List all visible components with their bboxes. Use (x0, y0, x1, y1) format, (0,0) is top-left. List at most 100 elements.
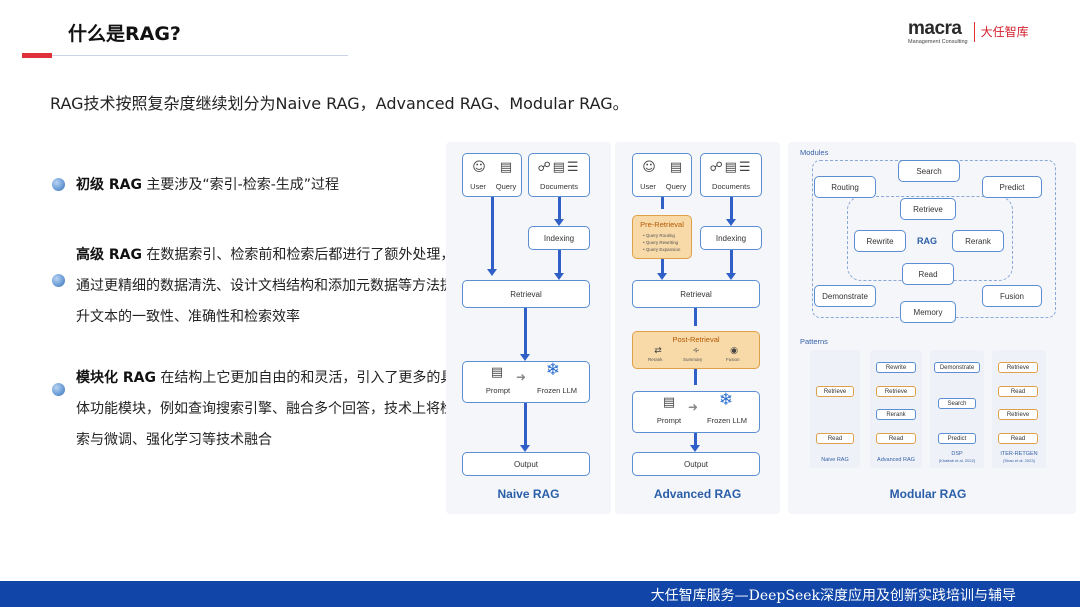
flow-line (661, 197, 664, 209)
pattern-step: Predict (938, 433, 976, 444)
user-icon: ☺ (642, 160, 656, 175)
module-memory: Memory (900, 301, 956, 323)
query-icon: ▤ (499, 160, 513, 175)
pattern-step: Read (998, 386, 1038, 397)
page-title: 什么是RAG? (68, 23, 181, 45)
documents-icon: ☍▤☰ (537, 160, 581, 175)
arrow-down-icon (726, 273, 736, 280)
bullet-naive-rag: 初级 RAG 主要涉及“索引-检索-生成”过程 (76, 170, 476, 201)
bullet-dot (52, 274, 65, 287)
frozen-llm-label: Frozen LLM (706, 416, 748, 425)
pattern-ref: [Shao et al. 2023] (1003, 458, 1035, 463)
bullet-text: 主要涉及“索引-检索-生成”过程 (141, 177, 340, 193)
pattern-step: Demonstrate (934, 362, 980, 373)
advanced-rag-caption: Advanced RAG (653, 487, 742, 501)
module-demonstrate: Demonstrate (814, 285, 876, 307)
flow-line (558, 250, 561, 274)
arrow-down-icon (726, 219, 736, 226)
naive-rag-caption: Naive RAG (497, 487, 560, 501)
rerank-icon: ⇄ (654, 346, 662, 356)
arrow-down-icon (690, 445, 700, 452)
indexing-box: Indexing (700, 226, 762, 250)
bullet-text: 在结构上它更加自由的和灵活，引入了更多的具体功能模块，例如查询搜索引擎、融合多个… (76, 370, 455, 448)
user-label: User (470, 182, 486, 191)
patterns-label: Patterns (800, 337, 828, 346)
pre-item: • Query Routing (643, 233, 675, 238)
bullet-strong: 高级 RAG (76, 247, 142, 263)
post-item: Rerank (648, 357, 663, 362)
prompt-llm-box (632, 391, 760, 433)
flow-line (694, 308, 697, 326)
flow-line (694, 369, 697, 385)
pattern-step: Rerank (876, 409, 916, 420)
prompt-icon: ▤ (490, 365, 504, 380)
logo-wordmark: macra (908, 18, 962, 39)
pattern-step: Retrieve (998, 409, 1038, 420)
module-search: Search (898, 160, 960, 182)
query-icon: ▤ (669, 160, 683, 175)
pattern-step: Rewrite (876, 362, 916, 373)
summary-icon: ∻ (692, 346, 700, 356)
module-routing: Routing (814, 176, 876, 198)
module-predict: Predict (982, 176, 1042, 198)
flow-line (661, 259, 664, 273)
query-label: Query (665, 182, 687, 191)
module-read: Read (902, 263, 954, 285)
pattern-name: Naive RAG (821, 457, 849, 463)
snowflake-icon: ❄ (545, 360, 561, 380)
post-retrieval-label: Post-Retrieval (672, 335, 720, 344)
query-label: Query (495, 182, 517, 191)
arrow-down-icon (554, 273, 564, 280)
retrieval-box: Retrieval (632, 280, 760, 308)
flow-line (524, 308, 527, 354)
bullet-advanced-rag: 高级 RAG 在数据索引、检索前和检索后都进行了额外处理，通过更精细的数据清洗、… (76, 240, 461, 333)
bullet-modular-rag: 模块化 RAG 在结构上它更加自由的和灵活，引入了更多的具体功能模块，例如查询搜… (76, 363, 461, 456)
documents-box (528, 153, 590, 197)
modular-rag-caption: Modular RAG (889, 487, 967, 501)
flow-line (491, 197, 494, 269)
flow-line (524, 403, 527, 445)
module-fusion: Fusion (982, 285, 1042, 307)
bullet-dot (52, 383, 65, 396)
logo-subtitle: Management Consulting (908, 39, 968, 45)
pre-retrieval-label: Pre-Retrieval (640, 220, 684, 229)
user-query-box (632, 153, 692, 197)
module-rerank: Rerank (952, 230, 1004, 252)
arrow-right-icon: ➜ (688, 400, 699, 414)
user-label: User (640, 182, 656, 191)
pattern-name: Advanced RAG (877, 457, 915, 463)
pre-item: • Query Rewriting (643, 240, 679, 245)
pattern-step: Read (816, 433, 854, 444)
arrow-down-icon (520, 445, 530, 452)
footer-text: 大任智库服务—DeepSeek深度应用及创新实践培训与辅导 (650, 588, 1016, 604)
title-underline (52, 55, 348, 56)
flow-line (730, 197, 733, 219)
logo-divider (973, 22, 975, 42)
indexing-box: Indexing (528, 226, 590, 250)
frozen-llm-label: Frozen LLM (536, 386, 578, 395)
pre-item: • Query Expansion (643, 247, 681, 252)
documents-icon: ☍▤☰ (709, 160, 753, 175)
prompt-label: Prompt (485, 386, 511, 395)
prompt-icon: ▤ (662, 395, 676, 410)
documents-label: Documents (540, 182, 578, 191)
retrieval-box: Retrieval (462, 280, 590, 308)
arrow-down-icon (657, 273, 667, 280)
fusion-icon: ◉ (730, 346, 738, 356)
bullet-text: 在数据索引、检索前和检索后都进行了额外处理，通过更精细的数据清洗、设计文档结构和… (76, 247, 455, 325)
pre-retrieval-box (632, 215, 692, 259)
pattern-step: Search (938, 398, 976, 409)
pattern-step: Read (998, 433, 1038, 444)
post-item: Fusion (726, 357, 740, 362)
snowflake-icon: ❄ (718, 390, 734, 410)
module-rewrite: Rewrite (854, 230, 906, 252)
arrow-down-icon (520, 354, 530, 361)
prompt-label: Prompt (656, 416, 682, 425)
bullet-strong: 初级 RAG (76, 177, 142, 193)
logo-chinese-name: 大任智库 (980, 25, 1029, 39)
user-query-box (462, 153, 522, 197)
module-retrieve: Retrieve (900, 198, 956, 220)
pattern-ref: [Khattab et al. 2022] (939, 458, 975, 463)
prompt-llm-box (462, 361, 590, 403)
flow-line (558, 197, 561, 219)
